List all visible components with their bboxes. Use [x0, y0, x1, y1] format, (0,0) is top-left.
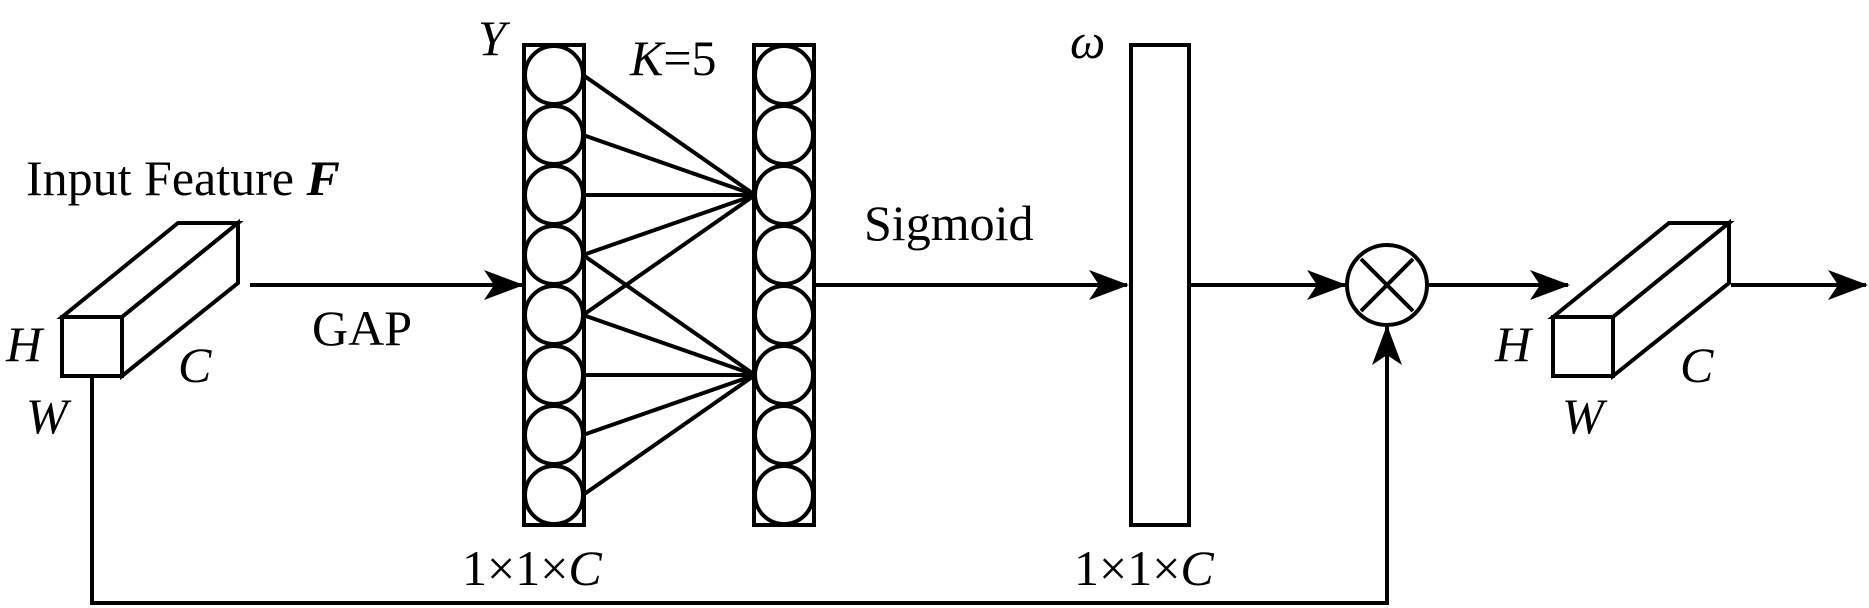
- left-column-node: [523, 224, 585, 286]
- skip-connection-arrow: [90, 325, 1402, 605]
- gap-label: GAP: [312, 300, 412, 356]
- weight-vector-bar: [1129, 43, 1191, 527]
- left-column-node: [523, 44, 585, 106]
- left-column-node: [523, 404, 585, 466]
- right-column-node: [753, 44, 815, 106]
- left-column-node: [523, 284, 585, 346]
- kernel-size-label: K=5: [629, 30, 717, 86]
- right-column-node: [753, 344, 815, 406]
- right-column-node: [753, 164, 815, 226]
- kernel-connection-line: [581, 253, 757, 377]
- kernel-connection-line: [582, 313, 756, 377]
- kernel-connection-line: [582, 373, 756, 437]
- output-dim-w: W: [1562, 388, 1608, 444]
- right-column-node: [753, 104, 815, 166]
- weight-vector-dim-label: 1×1×C: [1074, 540, 1214, 596]
- left-column-node: [523, 164, 585, 226]
- left-column-top-label: Y: [478, 10, 511, 66]
- right-column-node: [753, 404, 815, 466]
- multiply-icon: [1345, 243, 1429, 327]
- sigmoid-label: Sigmoid: [864, 195, 1033, 251]
- kernel-connection-line: [581, 373, 757, 497]
- input-dim-w: W: [26, 388, 72, 444]
- output-feature-cuboid: [1547, 218, 1735, 381]
- input-dim-c: C: [178, 337, 212, 393]
- input-feature-label: Input Feature F: [26, 150, 340, 206]
- left-column-node: [523, 104, 585, 166]
- right-column-node: [753, 224, 815, 286]
- kernel-connection-line: [581, 73, 757, 197]
- weight-vector-top-label: ω: [1070, 13, 1105, 69]
- right-column-node: [753, 464, 815, 526]
- output-dim-c: C: [1680, 337, 1714, 393]
- right-column-node: [753, 284, 815, 346]
- left-node-column: [522, 43, 586, 527]
- kernel-connection-line: [581, 193, 757, 317]
- kernel-connections: [581, 73, 757, 497]
- left-column-node: [523, 344, 585, 406]
- left-column-dim-label: 1×1×C: [462, 540, 602, 596]
- right-node-column: [752, 43, 816, 527]
- kernel-connection-line: [582, 193, 756, 257]
- output-dim-h: H: [1494, 316, 1534, 372]
- kernel-connection-line: [582, 133, 756, 197]
- input-feature-cuboid: [56, 218, 244, 381]
- input-dim-h: H: [5, 316, 45, 372]
- left-column-node: [523, 464, 585, 526]
